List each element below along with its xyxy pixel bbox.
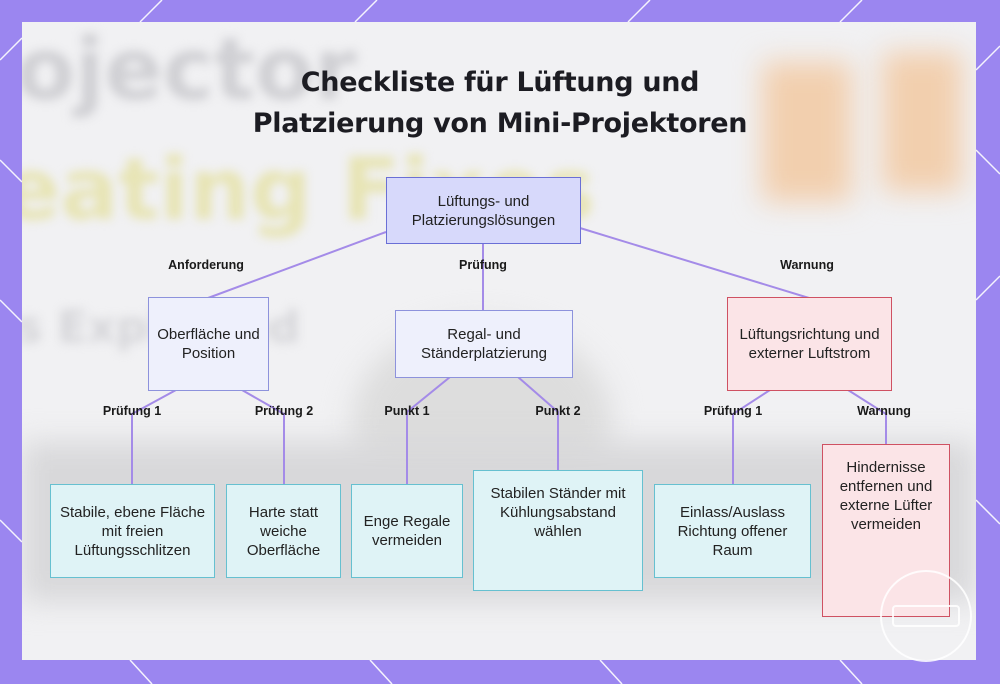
edge-label-check-1b: Prüfung 1	[703, 404, 763, 418]
edge-root-surface	[207, 231, 387, 299]
hard-surface-node: Harte statt weiche Oberfläche	[226, 484, 341, 578]
stable-surface-node: Stabile, ebene Fläche mit freien Lüftung…	[50, 484, 215, 578]
page-title: Checkliste für Lüftung und Platzierung v…	[0, 62, 1000, 144]
edge-label-warning: Warnung	[780, 258, 834, 272]
edge-label-check-1: Prüfung 1	[102, 404, 162, 418]
edge-label-check-2: Prüfung 2	[254, 404, 314, 418]
background-arrow	[882, 52, 962, 192]
edge-label-point-2: Punkt 2	[535, 404, 581, 418]
title-line-1: Checkliste für Lüftung und	[300, 67, 700, 98]
background-word: ojector	[22, 22, 357, 120]
edge-shelf-stand	[517, 376, 559, 471]
watermark-logo	[880, 570, 972, 662]
edge-label-check: Prüfung	[459, 258, 507, 272]
background-arrow	[762, 62, 852, 202]
edge-shelf-tight	[406, 376, 451, 485]
edge-airflow-inlet	[732, 389, 771, 485]
stand-node: Stabilen Ständer mit Kühlungsabstand wäh…	[473, 470, 643, 591]
shelf-node: Regal- und Ständerplatzierung	[395, 310, 573, 378]
tight-shelves-node: Enge Regale vermeiden	[351, 484, 463, 578]
edge-label-warning-2: Warnung	[857, 404, 911, 418]
root-node: Lüftungs- und Platzierungslösungen	[386, 177, 581, 244]
edge-root-airflow	[579, 227, 810, 299]
surface-node: Oberfläche und Position	[148, 297, 269, 391]
edge-surface-hard	[241, 389, 285, 485]
edge-label-requirement: Anforderung	[168, 258, 244, 272]
airflow-node: Lüftungsrichtung und externer Luftstrom	[727, 297, 892, 391]
title-line-2: Platzierung von Mini-Projektoren	[252, 108, 748, 139]
edge-airflow-obstacles	[847, 389, 887, 445]
edge-label-point-1: Punkt 1	[384, 404, 430, 418]
edge-surface-stable	[131, 389, 177, 485]
obstacles-node: Hindernisse entfernen und externe Lüfter…	[822, 444, 950, 617]
inlet-node: Einlass/Auslass Richtung offener Raum	[654, 484, 811, 578]
